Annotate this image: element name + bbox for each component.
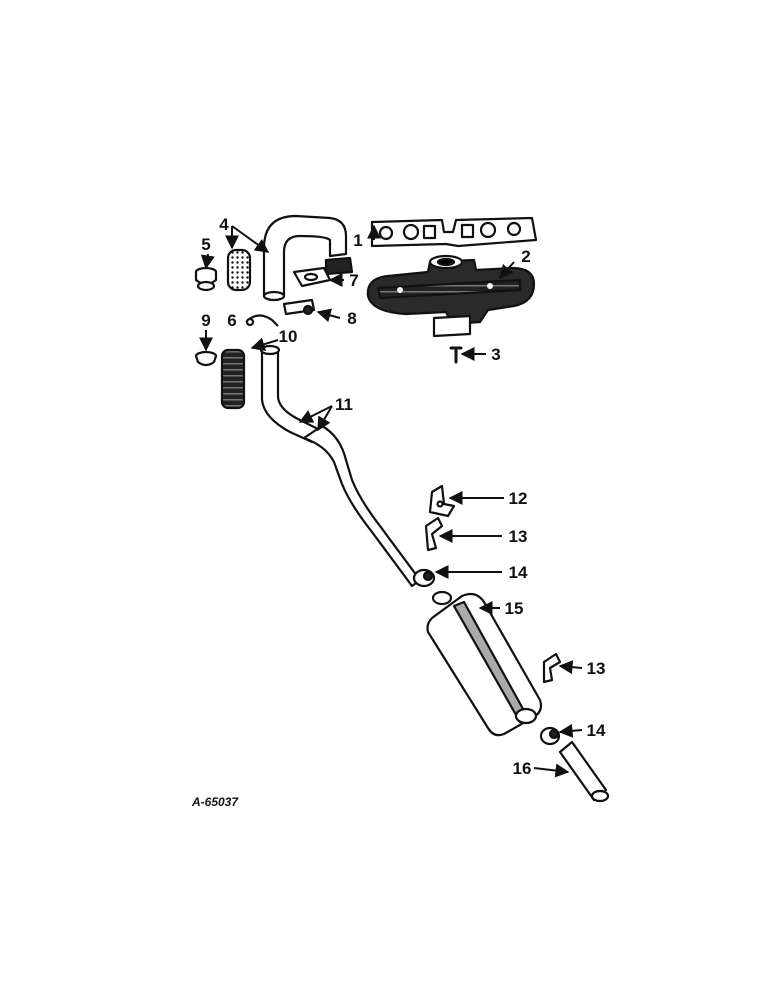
exhaust-screen-lower	[220, 348, 246, 410]
callout-5: 5	[201, 235, 210, 254]
callout-4: 4	[219, 215, 229, 234]
clamp-bolt	[282, 298, 316, 316]
callout-11: 11	[335, 395, 353, 414]
tail-pipe	[558, 740, 610, 803]
callout-10: 10	[279, 327, 298, 346]
callout-14-upper: 14	[509, 563, 528, 582]
exhaust-pipe	[259, 344, 422, 588]
manifold-stud	[449, 346, 463, 364]
flange-gasket	[292, 266, 332, 288]
callout-15: 15	[505, 599, 524, 618]
pipe-clamp-14-lower	[539, 726, 561, 746]
figure-id: A-65037	[191, 795, 239, 809]
callout-14-lower: 14	[587, 721, 606, 740]
muffler-clamp-strap-lower	[542, 652, 562, 684]
exhaust-manifold	[366, 254, 536, 338]
muffler-bracket-12	[428, 484, 456, 518]
exhaust-screen	[226, 248, 252, 292]
rain-cap-lower	[194, 350, 218, 367]
rain-cap	[194, 266, 218, 292]
callout-16: 16	[513, 759, 532, 778]
muffler-clamp-strap-upper	[424, 516, 444, 552]
callout-12: 12	[509, 489, 528, 508]
leader-lines	[199, 224, 583, 778]
callout-2: 2	[521, 247, 530, 266]
exhaust-elbow-pipe	[262, 214, 354, 302]
callout-7: 7	[349, 271, 358, 290]
pipe-clamp-14-upper	[412, 568, 436, 588]
callout-3: 3	[491, 345, 500, 364]
callout-13-upper: 13	[509, 527, 528, 546]
callout-1: 1	[353, 231, 362, 250]
callout-9: 9	[201, 311, 210, 330]
manifold-gasket	[370, 216, 538, 248]
callout-8: 8	[347, 309, 356, 328]
pipe-clamp	[245, 314, 279, 327]
callout-6: 6	[227, 311, 236, 330]
callout-13-lower: 13	[587, 659, 606, 678]
muffler	[426, 590, 543, 737]
